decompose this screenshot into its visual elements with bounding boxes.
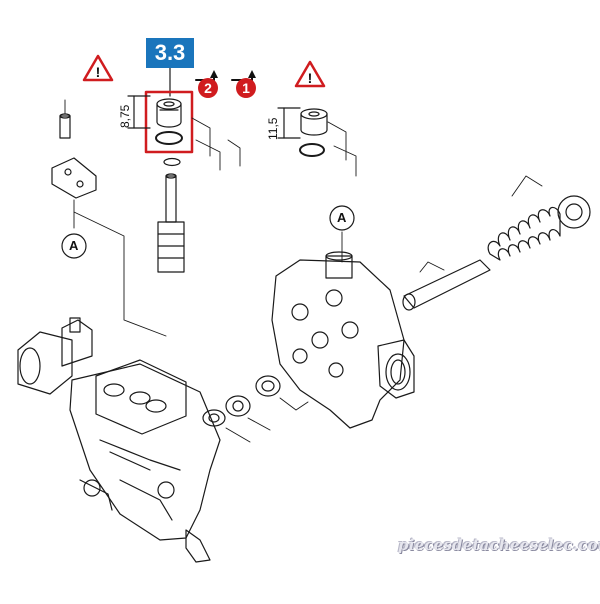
- svg-text:!: !: [96, 64, 101, 80]
- svg-text:!: !: [308, 70, 313, 86]
- callout-badge: 3.3: [146, 38, 194, 68]
- view-marker-label: A: [337, 210, 347, 225]
- pump-body: [17, 317, 221, 563]
- seal-ring: [163, 157, 181, 167]
- warning-triangle-icon: !: [82, 54, 114, 82]
- plunger-rod: [402, 259, 491, 311]
- washer: [557, 195, 591, 229]
- dimension-label-left: 8,75: [118, 104, 132, 128]
- watermark-text: piecesdetacheeselec.com: [398, 536, 600, 554]
- view-marker-circle: [61, 233, 87, 259]
- seal-ring: [225, 395, 251, 417]
- seal-ring: [202, 409, 226, 427]
- return-spring: [487, 206, 561, 261]
- pump-head: [271, 251, 415, 429]
- bracket-plate: [51, 157, 97, 199]
- screw: [59, 113, 71, 139]
- step-number-first: 2: [198, 78, 218, 98]
- valve-assembly: [299, 108, 328, 157]
- step-number-second: 1: [236, 78, 256, 98]
- warning-triangle-icon: !: [294, 60, 326, 88]
- view-marker-circle: [329, 205, 355, 231]
- piston-rod: [157, 173, 185, 273]
- dimension-label-right: 11,5: [266, 117, 280, 140]
- valve-assembly: [155, 98, 183, 145]
- seal-ring: [255, 375, 281, 397]
- view-marker-label: A: [69, 238, 79, 253]
- highlight-box: [144, 90, 194, 154]
